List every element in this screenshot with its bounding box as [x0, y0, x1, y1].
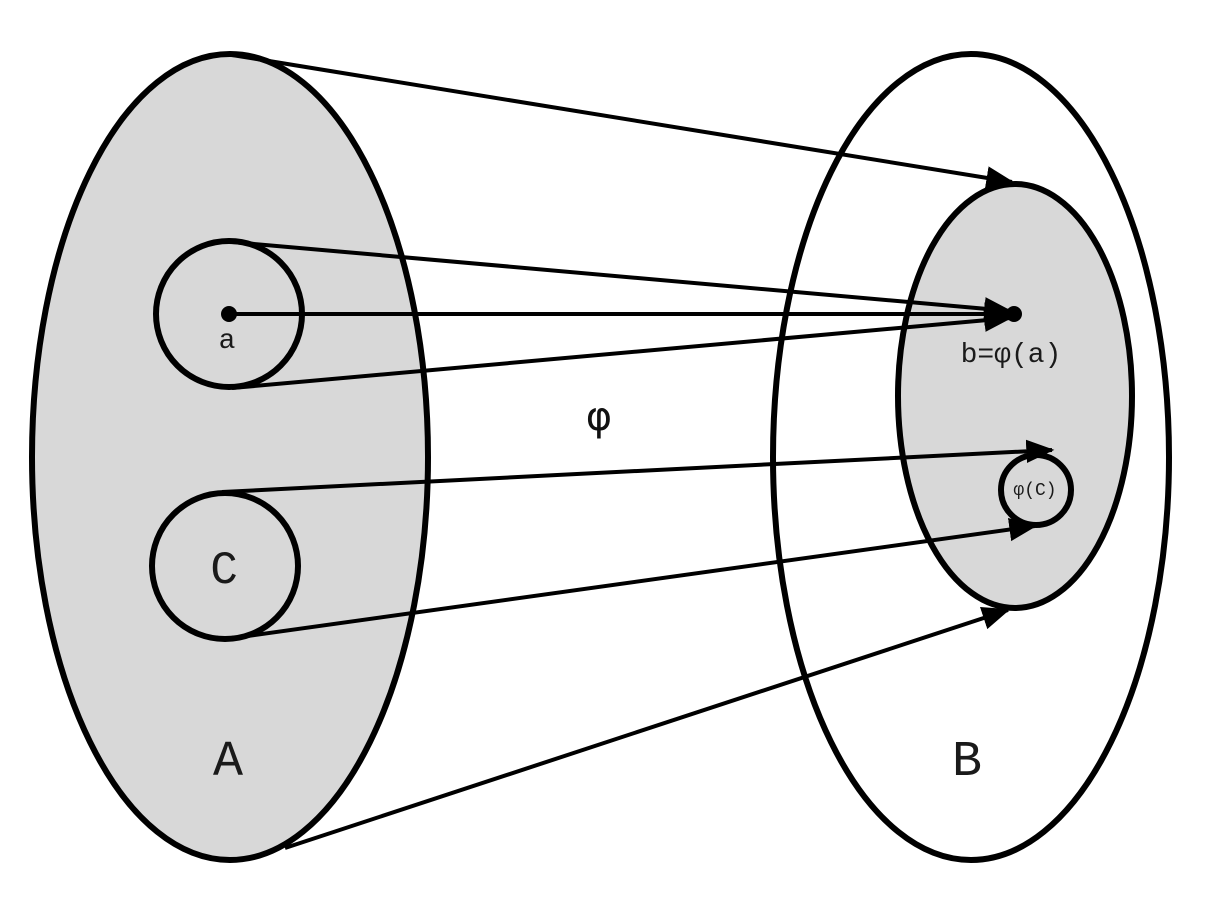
point-a-label: a	[219, 326, 236, 357]
set-a-label: A	[213, 734, 243, 791]
image-of-a-ellipse	[895, 181, 1135, 611]
arrow-a-bottom-to-image-bottom	[284, 606, 1011, 850]
map-phi-label: φ	[586, 394, 612, 440]
image-c-label: φ(C)	[1013, 481, 1056, 501]
point-a-dot	[221, 306, 237, 322]
set-b-label: B	[952, 734, 982, 791]
subset-c-label: C	[210, 545, 238, 597]
point-b-dot	[1006, 306, 1022, 322]
arrow-neighborhood-top-to-b	[231, 240, 1013, 321]
arrow-c-top-to-image	[221, 439, 1055, 494]
set-b-ellipse	[770, 51, 1172, 863]
arrow-a-top-to-image-top	[231, 53, 1015, 190]
arrow-c-bottom-to-image	[225, 517, 1038, 641]
image-point-label: b=φ(a)	[961, 340, 1062, 371]
set-a-ellipse	[29, 51, 431, 863]
arrow-neighborhood-bottom-to-b	[231, 308, 1013, 390]
